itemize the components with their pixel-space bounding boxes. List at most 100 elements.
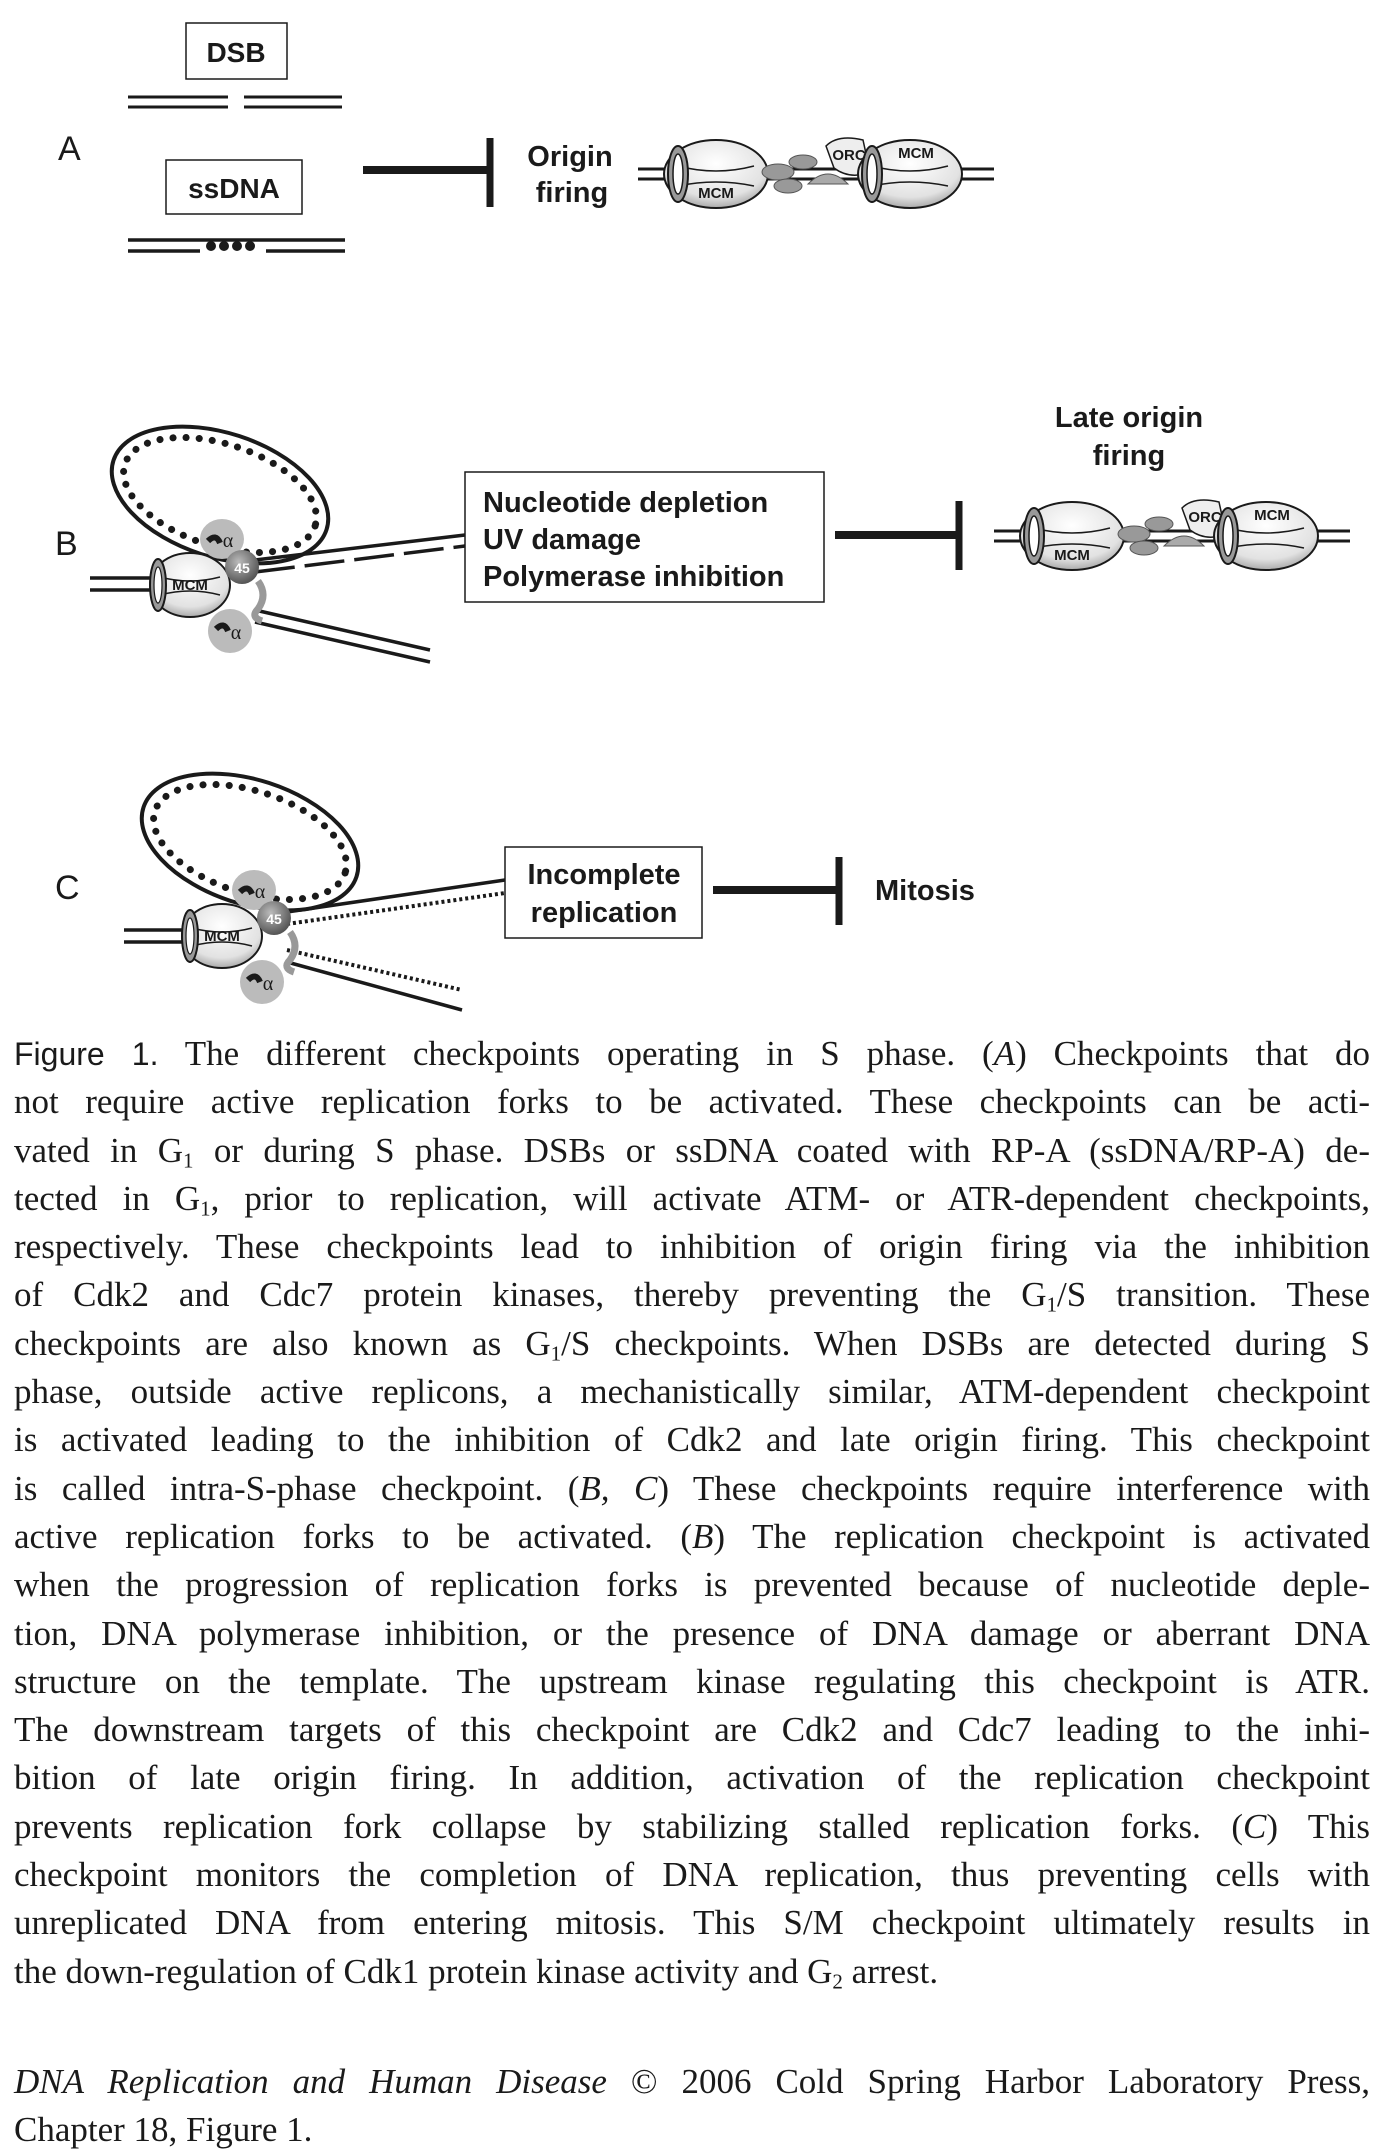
caption-text: respectively. These checkpoints lead to … bbox=[14, 1227, 1370, 1267]
replisome-c: 45 MCM α α bbox=[182, 870, 295, 1004]
caption-text: is called intra-S-phase checkpoint. ( bbox=[14, 1468, 580, 1508]
caption-text: ) Checkpoints that do bbox=[1015, 1034, 1371, 1073]
caption-text: when the progression of replication fork… bbox=[14, 1565, 1370, 1605]
panel-c: C 45 MCM α α Incomplete replication Mito… bbox=[55, 771, 975, 1012]
caption-line: is called intra-S-phase checkpoint. (B, … bbox=[14, 1465, 1370, 1513]
caption-line: tion, DNA polymerase inhibition, or the … bbox=[14, 1610, 1370, 1658]
caption-text: prevents replication fork collapse by st… bbox=[14, 1806, 1243, 1846]
caption-text: active replication forks to be activated… bbox=[14, 1516, 693, 1556]
figure-diagram: A DSB ssDNA Origin firing MCM ORC MCM B bbox=[55, 22, 1352, 1012]
caption-text: unreplicated DNA from entering mitosis. … bbox=[14, 1903, 1370, 1943]
panel-b: B 45 MCM α α Nucleotide depletion UV dam… bbox=[55, 402, 1352, 664]
caption-text: is activated leading to the inhibition o… bbox=[14, 1420, 1370, 1460]
caption-line: the down-regulation of Cdk1 protein kina… bbox=[14, 1948, 1370, 1996]
subscript: 2 bbox=[832, 1968, 843, 1993]
incomplete-line2: replication bbox=[531, 897, 678, 929]
inhibition-arrow-a bbox=[363, 138, 494, 207]
caption-text: C bbox=[1243, 1806, 1267, 1846]
caption-text: checkpoint monitors the completion of DN… bbox=[14, 1855, 1370, 1895]
caption-text: checkpoints are also known as G bbox=[14, 1323, 551, 1363]
svg-text:MCM: MCM bbox=[1054, 547, 1090, 564]
broken-dna-icon bbox=[128, 95, 342, 109]
origin-firing-line2: firing bbox=[536, 177, 609, 209]
svg-text:ORC: ORC bbox=[832, 147, 866, 164]
caption-text: vated in G bbox=[14, 1130, 183, 1170]
caption-text: ) This bbox=[1266, 1806, 1371, 1846]
caption-text: B bbox=[692, 1516, 714, 1556]
caption-line: is activated leading to the inhibition o… bbox=[14, 1416, 1370, 1464]
panel-a: A DSB ssDNA Origin firing MCM ORC MCM bbox=[58, 22, 996, 253]
caption-line: Figure 1. The different checkpoints oper… bbox=[14, 1030, 1370, 1078]
caption-text: , prior to replication, will activate AT… bbox=[210, 1178, 1370, 1218]
caption-text: The different checkpoints operating in S… bbox=[158, 1034, 994, 1073]
caption-text: /S transition. These bbox=[1057, 1275, 1370, 1315]
citation: DNA Replication and Human Disease © 2006… bbox=[14, 2058, 1370, 2155]
caption-text: Figure 1. bbox=[14, 1036, 159, 1072]
caption-line: not require active replication forks to … bbox=[14, 1078, 1370, 1126]
caption-text: ) The replication checkpoint is activate… bbox=[713, 1516, 1370, 1556]
caption-line: checkpoints are also known as G1/S check… bbox=[14, 1320, 1370, 1368]
svg-text:ORC: ORC bbox=[1188, 509, 1222, 526]
svg-text:MCM: MCM bbox=[172, 577, 208, 594]
caption-line: vated in G1 or during S phase. DSBs or s… bbox=[14, 1127, 1370, 1175]
caption-line: of Cdk2 and Cdc7 protein kinases, thereb… bbox=[14, 1271, 1370, 1319]
panel-c-label: C bbox=[55, 869, 80, 907]
subscript: 1 bbox=[1046, 1292, 1058, 1317]
book-title: DNA Replication and Human Disease bbox=[14, 2062, 607, 2101]
ssdna-label: ssDNA bbox=[188, 173, 280, 204]
caption-line: active replication forks to be activated… bbox=[14, 1513, 1370, 1561]
caption-line: bition of late origin firing. In additio… bbox=[14, 1754, 1370, 1802]
subscript: 1 bbox=[200, 1196, 211, 1221]
replication-bubble bbox=[109, 424, 331, 566]
panel-b-label: B bbox=[55, 525, 78, 563]
ssdna-box bbox=[165, 159, 303, 215]
caption-text: The downstream targets of this checkpoin… bbox=[14, 1710, 1370, 1750]
subscript: 1 bbox=[183, 1147, 194, 1172]
inhibition-arrow-b bbox=[835, 501, 963, 570]
caption-line: respectively. These checkpoints lead to … bbox=[14, 1223, 1370, 1271]
stress-box-b bbox=[464, 471, 825, 603]
svg-text:α: α bbox=[263, 973, 274, 995]
svg-text:MCM: MCM bbox=[204, 928, 240, 945]
citation-publisher: © 2006 Cold Spring Harbor Laboratory Pre… bbox=[606, 2062, 1370, 2101]
caption-line: unreplicated DNA from entering mitosis. … bbox=[14, 1899, 1370, 1947]
caption-text: structure on the template. The upstream … bbox=[14, 1661, 1370, 1701]
caption-text: phase, outside active replicons, a mecha… bbox=[14, 1372, 1370, 1412]
caption-text: /S checkpoints. When DSBs are detected d… bbox=[561, 1323, 1370, 1363]
svg-text:MCM: MCM bbox=[698, 185, 734, 202]
caption-text: B, C bbox=[579, 1468, 658, 1508]
caption-line: checkpoint monitors the completion of DN… bbox=[14, 1851, 1370, 1899]
late-origin-line1: Late origin bbox=[1055, 402, 1203, 434]
svg-text:MCM: MCM bbox=[1254, 507, 1290, 524]
origin-firing-line1: Origin bbox=[527, 141, 612, 173]
subscript: 1 bbox=[550, 1341, 562, 1366]
replisome-b: 45 MCM α α bbox=[150, 519, 263, 653]
incomplete-line1: Incomplete bbox=[527, 859, 680, 891]
inhibition-arrow-c bbox=[713, 857, 843, 925]
origin-complex-a: MCM ORC MCM bbox=[636, 136, 996, 210]
svg-text:α: α bbox=[223, 530, 234, 552]
stress-box-c bbox=[504, 846, 703, 939]
mitosis-label: Mitosis bbox=[875, 875, 975, 907]
caption-text: bition of late origin firing. In additio… bbox=[14, 1758, 1370, 1798]
svg-text:α: α bbox=[255, 881, 266, 903]
stress-line-3: Polymerase inhibition bbox=[483, 561, 784, 593]
dsb-label: DSB bbox=[206, 37, 265, 68]
caption-text: not require active replication forks to … bbox=[14, 1082, 1370, 1122]
caption-text: A bbox=[993, 1034, 1016, 1073]
caption-text: tion, DNA polymerase inhibition, or the … bbox=[14, 1613, 1370, 1653]
figure-caption: Figure 1. The different checkpoints oper… bbox=[14, 1030, 1370, 1996]
caption-text: of Cdk2 and Cdc7 protein kinases, thereb… bbox=[14, 1275, 1047, 1315]
caption-text: or during S phase. DSBs or ssDNA coated … bbox=[193, 1130, 1371, 1170]
stress-line-1: Nucleotide depletion bbox=[483, 487, 768, 519]
citation-chapter: Chapter 18, Figure 1. bbox=[14, 2110, 313, 2150]
caption-text: arrest. bbox=[842, 1951, 939, 1991]
caption-line: phase, outside active replicons, a mecha… bbox=[14, 1368, 1370, 1416]
caption-line: The downstream targets of this checkpoin… bbox=[14, 1706, 1370, 1754]
svg-text:45: 45 bbox=[266, 911, 282, 927]
svg-text:MCM: MCM bbox=[898, 145, 934, 162]
late-origin-line2: firing bbox=[1093, 440, 1166, 472]
caption-text: the down-regulation of Cdk1 protein kina… bbox=[14, 1951, 833, 1991]
caption-text: ) These checkpoints require interference… bbox=[657, 1468, 1370, 1508]
panel-a-label: A bbox=[58, 130, 81, 168]
